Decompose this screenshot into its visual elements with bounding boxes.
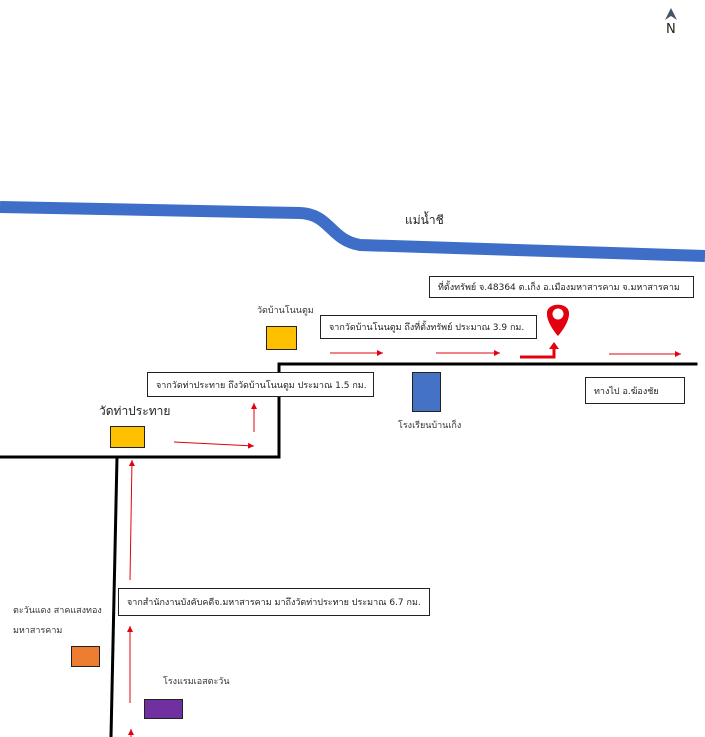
property-location-box: ที่ตั้งทรัพย์ จ.48364 ต.เก็ง อ.เมืองมหาส… xyxy=(429,276,694,298)
direction-arrows xyxy=(127,350,681,737)
wat-ban-non-tum-label: วัดบ้านโนนตูม xyxy=(257,306,314,316)
store-label-line2: มหาสารคาม xyxy=(13,626,63,636)
store-marker xyxy=(71,646,100,667)
compass-label: N xyxy=(666,22,676,37)
direction-arrow xyxy=(173,441,255,449)
school-marker xyxy=(412,372,441,412)
north-arrow-icon xyxy=(665,8,677,20)
route-note-from-office: จากสำนักงานบังคับคดีจ.มหาสารคาม มาถึงวัด… xyxy=(118,588,430,616)
wat-ban-non-tum-marker xyxy=(266,326,297,350)
school-label: โรงเรียนบ้านเก็ง xyxy=(398,421,462,431)
wat-tha-prathai-marker xyxy=(110,426,145,448)
hotel-marker xyxy=(144,699,183,719)
location-pin-icon xyxy=(546,304,570,336)
river xyxy=(0,201,705,262)
route-note-to-wat-ban-non-tum: จากวัดท่าประทาย ถึงวัดบ้านโนนตูม ประมาณ … xyxy=(147,372,374,397)
road-south xyxy=(109,455,119,737)
river-label: แม่น้ำชี xyxy=(405,213,444,227)
wat-tha-prathai-label: วัดท่าประทาย xyxy=(99,404,171,418)
route-note-to-property: จากวัดบ้านโนนตูม ถึงที่ตั้งทรัพย์ ประมาณ… xyxy=(320,315,537,339)
store-label-line1: ตะวันแดง สาคแสงทอง xyxy=(13,606,102,616)
road-main xyxy=(0,362,698,459)
property-access-arrow xyxy=(520,348,556,359)
route-note-destination: ทางไป อ.ฆ้องชัย xyxy=(585,377,685,404)
hotel-label: โรงแรมเอสตะวัน xyxy=(163,677,230,687)
road-network xyxy=(0,362,698,737)
direction-arrow xyxy=(128,459,135,581)
